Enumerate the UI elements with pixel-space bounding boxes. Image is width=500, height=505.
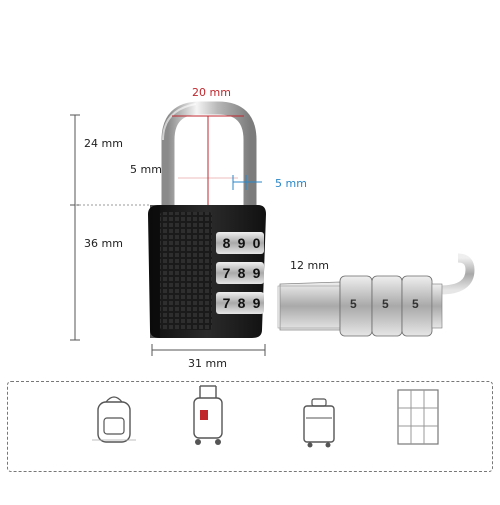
dial-digit: 8	[237, 295, 246, 311]
body-width-label: 31 mm	[188, 357, 227, 370]
dial-digit: 9	[252, 265, 261, 281]
side-dial-digit: 5	[382, 297, 389, 311]
body-height-label: 36 mm	[84, 237, 123, 250]
shackle-thickness-marker	[232, 175, 262, 190]
backpack-icon	[92, 396, 136, 443]
dial-row-3[interactable]: 7 8 9	[219, 295, 264, 311]
shackle-height-label: 24 mm	[84, 137, 123, 150]
shackle	[161, 101, 257, 205]
width-dimension-line	[151, 344, 266, 356]
shackle-width-label: 20 mm	[192, 86, 231, 99]
dial-digit: 8	[222, 235, 231, 251]
dial-rows	[216, 232, 264, 314]
side-dial-digit: 5	[350, 297, 357, 311]
shackle-inner-label: 5 mm	[130, 163, 162, 176]
shackle-width-marker	[172, 115, 244, 205]
side-dial-digit: 5	[412, 297, 419, 311]
locker-icon	[397, 389, 439, 445]
rolling-bag-icon	[193, 385, 223, 445]
dial-digit: 9	[237, 235, 246, 251]
dial-digit: 8	[237, 265, 246, 281]
dial-digit: 9	[252, 295, 261, 311]
height-dimension-line	[70, 114, 150, 341]
dial-row-2[interactable]: 7 8 9	[219, 265, 264, 281]
dial-digit: 0	[252, 235, 261, 251]
dial-row-1[interactable]: 8 9 0	[219, 235, 264, 251]
shackle-thickness-label: 5 mm	[275, 177, 307, 190]
dial-digit: 7	[222, 295, 231, 311]
dial-width-label: 12 mm	[290, 259, 329, 272]
dial-digit: 7	[222, 265, 231, 281]
side-view-lock	[277, 253, 475, 337]
uses-strip	[7, 381, 493, 472]
suitcase-icon	[303, 398, 335, 448]
